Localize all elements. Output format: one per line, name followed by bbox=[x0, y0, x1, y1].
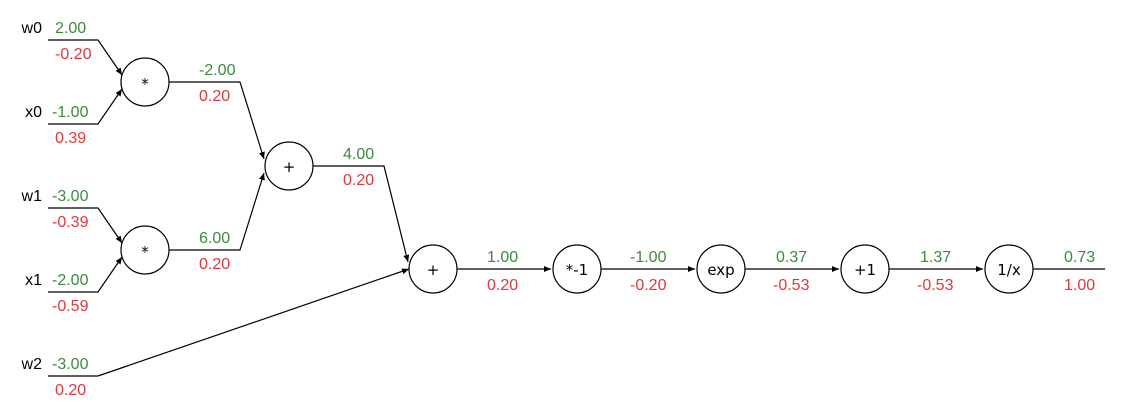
wire-mul0-add0 bbox=[169, 81, 265, 160]
forward-value-inv: 0.73 bbox=[1064, 249, 1095, 266]
forward-value-x0: -1.00 bbox=[52, 104, 89, 121]
edge-add0-out: 4.00 0.20 bbox=[343, 146, 374, 189]
forward-value-w2: -3.00 bbox=[52, 356, 89, 373]
input-label-x1: x1 bbox=[25, 272, 42, 289]
node-add0: + bbox=[264, 141, 314, 191]
forward-value-mul0: -2.00 bbox=[199, 62, 236, 79]
node-op-mul1: * bbox=[141, 243, 149, 261]
backward-value-inv: 1.00 bbox=[1064, 277, 1095, 294]
edge-exp-out: 0.37 -0.53 bbox=[773, 249, 810, 294]
node-add1: + bbox=[408, 244, 458, 294]
wire-w1-mul1 bbox=[48, 207, 123, 244]
backward-value-exp: -0.53 bbox=[773, 277, 810, 294]
edge-mul0-out: -2.00 0.20 bbox=[199, 62, 236, 105]
input-label-w1: w1 bbox=[21, 188, 43, 205]
node-op-neg: *-1 bbox=[566, 261, 588, 279]
wires bbox=[48, 39, 1105, 377]
forward-value-x1: -2.00 bbox=[52, 272, 89, 289]
node-op-exp: exp bbox=[707, 261, 734, 279]
input-x1: x1 -2.00 -0.59 bbox=[25, 272, 88, 315]
node-plus1: +1 bbox=[840, 244, 890, 294]
node-mul1: * bbox=[120, 225, 170, 275]
wire-w2-add1 bbox=[48, 268, 410, 377]
wire-mul1-add0 bbox=[169, 172, 265, 251]
input-w1: w1 -3.00 -0.39 bbox=[21, 188, 89, 231]
wire-x0-mul0 bbox=[48, 88, 123, 125]
edge-plus1-out: 1.37 -0.53 bbox=[917, 249, 954, 294]
backward-value-w0: -0.20 bbox=[55, 46, 92, 63]
node-mul0: * bbox=[120, 57, 170, 107]
node-inv: 1/x bbox=[984, 244, 1034, 294]
forward-value-plus1: 1.37 bbox=[920, 249, 951, 266]
input-label-x0: x0 bbox=[25, 104, 42, 121]
node-op-inv: 1/x bbox=[997, 261, 1021, 279]
backward-value-w2: 0.20 bbox=[55, 382, 86, 399]
backward-value-x1: -0.59 bbox=[52, 298, 89, 315]
input-label-w0: w0 bbox=[21, 20, 43, 37]
backward-value-plus1: -0.53 bbox=[917, 277, 954, 294]
node-op-mul0: * bbox=[141, 75, 149, 93]
edge-neg-out: -1.00 -0.20 bbox=[630, 249, 667, 294]
input-x0: x0 -1.00 0.39 bbox=[25, 104, 88, 147]
edge-mul1-out: 6.00 0.20 bbox=[199, 230, 230, 273]
input-label-w2: w2 bbox=[21, 356, 43, 373]
edge-add1-out: 1.00 0.20 bbox=[487, 249, 518, 294]
input-w2: w2 -3.00 0.20 bbox=[21, 356, 89, 399]
backward-value-mul0: 0.20 bbox=[199, 88, 230, 105]
forward-value-add0: 4.00 bbox=[343, 146, 374, 163]
node-neg: *-1 bbox=[552, 244, 602, 294]
forward-value-w1: -3.00 bbox=[52, 188, 89, 205]
backward-value-w1: -0.39 bbox=[52, 214, 89, 231]
backward-value-x0: 0.39 bbox=[55, 130, 86, 147]
node-op-add1: + bbox=[427, 261, 440, 279]
backward-value-add1: 0.20 bbox=[487, 277, 518, 294]
backward-value-neg: -0.20 bbox=[630, 277, 667, 294]
node-op-plus1: +1 bbox=[854, 261, 876, 279]
node-op-add0: + bbox=[283, 158, 296, 176]
backward-value-add0: 0.20 bbox=[343, 172, 374, 189]
forward-value-add1: 1.00 bbox=[487, 249, 518, 266]
input-w0: w0 2.00 -0.20 bbox=[21, 20, 92, 63]
forward-value-w0: 2.00 bbox=[55, 20, 86, 37]
wire-add0-add1 bbox=[313, 165, 410, 263]
wire-w0-mul0 bbox=[48, 39, 123, 76]
node-exp: exp bbox=[696, 244, 746, 294]
backward-value-mul1: 0.20 bbox=[199, 256, 230, 273]
edge-inv-out: 0.73 1.00 bbox=[1064, 249, 1095, 294]
wire-x1-mul1 bbox=[48, 256, 123, 293]
forward-value-neg: -1.00 bbox=[630, 249, 667, 266]
forward-value-exp: 0.37 bbox=[776, 249, 807, 266]
forward-value-mul1: 6.00 bbox=[199, 230, 230, 247]
